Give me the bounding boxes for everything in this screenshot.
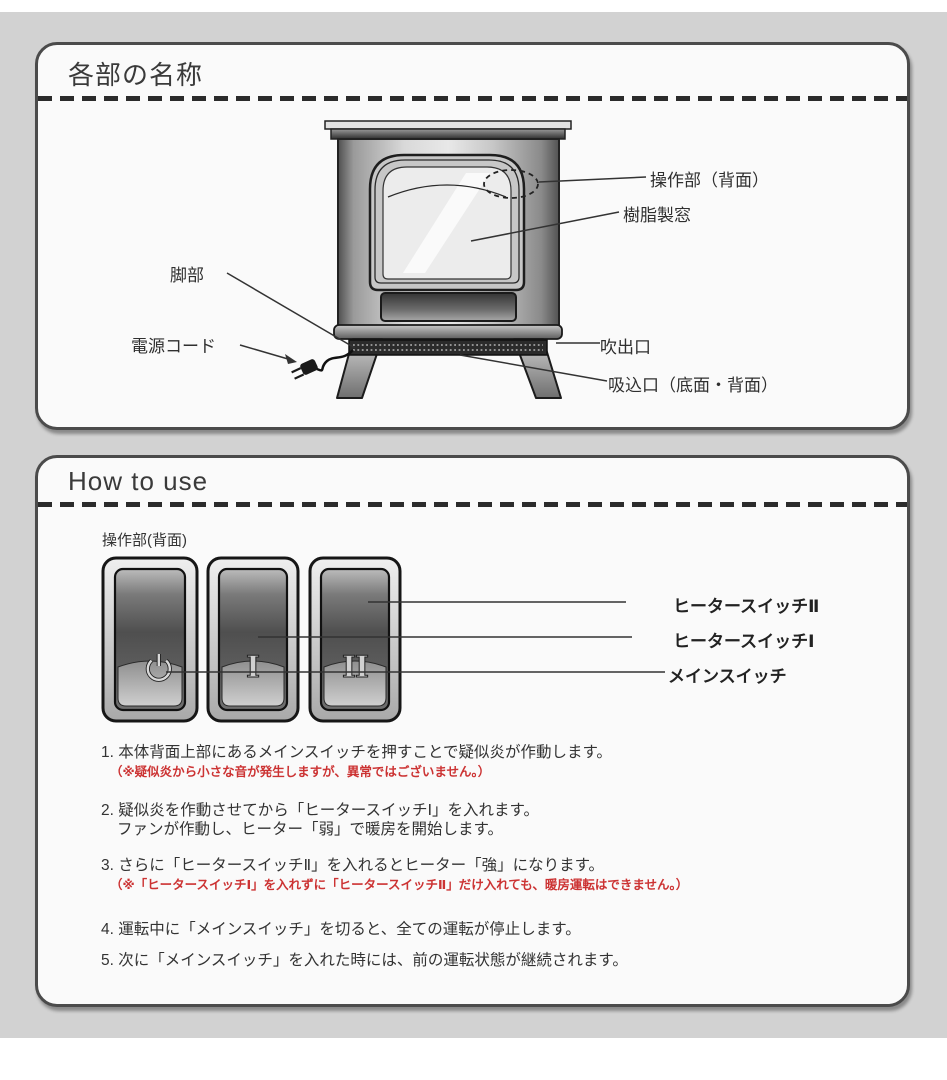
label-power-cord: 電源コード xyxy=(131,337,216,356)
howto-section-panel: How to use 操作部(背面) xyxy=(35,455,910,1007)
step-5-text: 5. 次に「メインスイッチ」を入れた時には、前の運転状態が継続されます。 xyxy=(101,952,628,969)
step-3: 3. さらに「ヒータースイッチⅡ」を入れるとヒーター「強」になります。 （※「ヒ… xyxy=(101,856,688,894)
plug-icon xyxy=(291,359,318,380)
heater-switch-2: II xyxy=(308,556,402,723)
heater1-face-numeral: I xyxy=(246,650,260,685)
parts-section-title: 各部の名称 xyxy=(68,60,204,90)
stove-window-arch xyxy=(387,184,507,198)
label-heater-switch-2: ヒータースイッチⅡ xyxy=(673,597,820,616)
main-switch xyxy=(101,556,199,723)
leader-cord-arrowhead xyxy=(285,354,297,364)
power-cord-line-art xyxy=(316,349,354,372)
heater-switch-1: I xyxy=(206,556,300,723)
leader-cord xyxy=(239,344,289,360)
step-1-text: 1. 本体背面上部にあるメインスイッチを押すことで疑似炎が作動します。 xyxy=(101,744,612,761)
label-air-intake: 吸込口（底面・背面） xyxy=(608,376,778,395)
parts-section-divider xyxy=(38,96,907,101)
label-heater-switch-1: ヒータースイッチⅠ xyxy=(673,632,815,651)
howto-section-title: How to use xyxy=(68,466,209,496)
power-icon xyxy=(145,654,172,682)
stove-lower-panel xyxy=(380,292,517,322)
step-5: 5. 次に「メインスイッチ」を入れた時には、前の運転状態が継続されます。 xyxy=(101,951,628,970)
label-resin-window: 樹脂製窓 xyxy=(623,206,691,225)
step-2-text2: ファンが作動し、ヒーター「弱」で暖房を開始します。 xyxy=(117,821,503,838)
stove-grille xyxy=(348,339,548,356)
control-location-marker xyxy=(483,169,539,199)
step-2: 2. 疑似炎を作動させてから「ヒータースイッチⅠ」を入れます。 ファンが作動し、… xyxy=(101,801,539,839)
step-3-text: 3. さらに「ヒータースイッチⅡ」を入れるとヒーター「強」になります。 xyxy=(101,857,605,874)
glass-highlight xyxy=(403,173,490,273)
stove-window-inner-frame xyxy=(374,159,520,284)
howto-section-divider xyxy=(38,502,907,507)
stove-mantel-top xyxy=(324,120,572,130)
stove-mantel-band xyxy=(330,128,566,140)
stove-diagram xyxy=(226,120,647,399)
label-main-switch: メインスイッチ xyxy=(668,667,787,686)
leader-intake xyxy=(459,354,608,382)
parts-section-panel: 各部の名称 xyxy=(35,42,910,430)
step-1-note: （※疑似炎から小さな音が発生しますが、異常ではございません。） xyxy=(110,765,491,779)
switches-diagram: I II xyxy=(101,556,665,723)
label-control-panel: 操作部（背面） xyxy=(650,171,769,190)
label-air-outlet: 吹出口 xyxy=(600,338,651,357)
label-legs: 脚部 xyxy=(170,266,204,285)
step-1: 1. 本体背面上部にあるメインスイッチを押すことで疑似炎が作動します。 （※疑似… xyxy=(101,743,612,781)
step-4: 4. 運転中に「メインスイッチ」を切ると、全ての運転が停止します。 xyxy=(101,920,581,939)
stove-base xyxy=(333,324,563,340)
switch-panel-caption: 操作部(背面) xyxy=(102,532,187,549)
leader-control xyxy=(538,176,647,183)
leader-window xyxy=(470,211,620,242)
step-3-note: （※「ヒータースイッチⅠ」を入れずに「ヒータースイッチⅡ」だけ入れても、暖房運転… xyxy=(110,878,689,892)
heater2-face-numeral: II xyxy=(342,650,368,685)
step-2-text: 2. 疑似炎を作動させてから「ヒータースイッチⅠ」を入れます。 xyxy=(101,802,539,819)
step-4-text: 4. 運転中に「メインスイッチ」を切ると、全ての運転が停止します。 xyxy=(101,921,581,938)
leader-legs xyxy=(226,272,356,349)
